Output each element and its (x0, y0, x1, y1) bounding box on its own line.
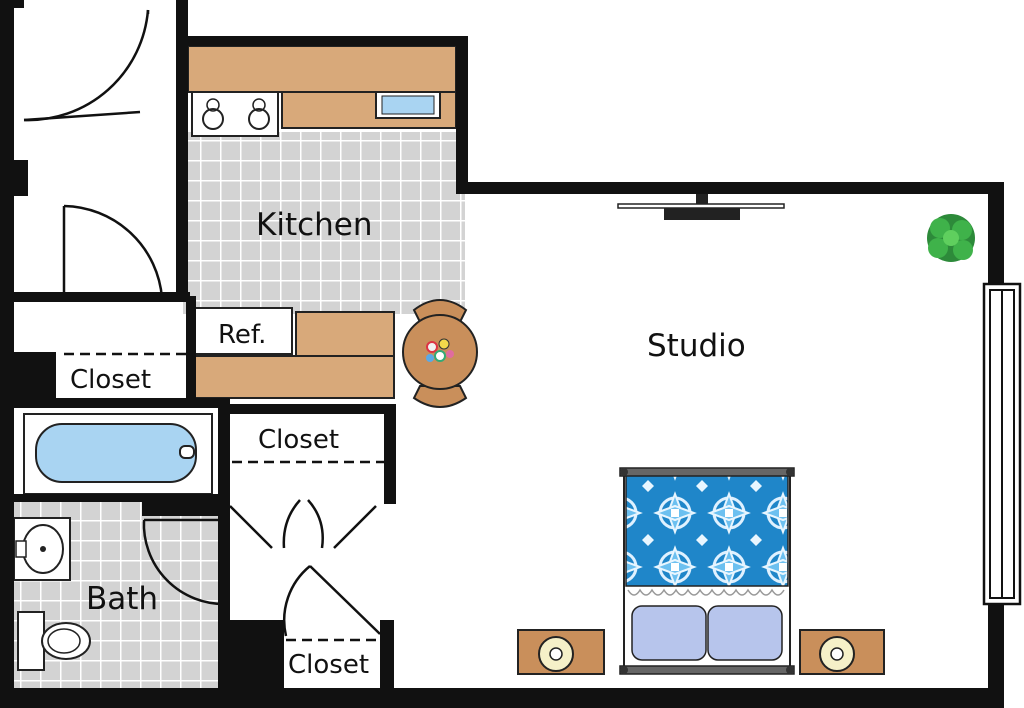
refrigerator-label: Ref. (218, 320, 266, 350)
closet-label-kitchen: Closet (70, 365, 151, 395)
kitchen-floor (183, 132, 465, 314)
bathtub-icon (23, 413, 213, 495)
kitchen-upper-counter (187, 45, 457, 93)
nightstand-icon (517, 629, 605, 675)
window-icon (982, 282, 1022, 606)
tv-icon (617, 194, 785, 220)
stove-icon (191, 91, 279, 137)
table-icon (402, 299, 478, 408)
room-label-studio: Studio (647, 328, 746, 364)
room-label-bath: Bath (86, 581, 158, 617)
bath-sink-icon (13, 517, 71, 581)
kitchen-bottom-counter (187, 355, 395, 399)
toilet-icon (17, 611, 91, 671)
bed-icon (619, 467, 795, 675)
closet-label-bottom: Closet (288, 650, 369, 680)
closet-label-hall: Closet (258, 425, 339, 455)
room-label-kitchen: Kitchen (256, 207, 373, 243)
door-swings (23, 9, 381, 637)
refrigerator (191, 307, 293, 355)
sink-icon (375, 91, 441, 119)
kitchen-lower-counter (295, 311, 395, 357)
nightstand-icon (799, 629, 885, 675)
plant-icon (927, 214, 975, 262)
